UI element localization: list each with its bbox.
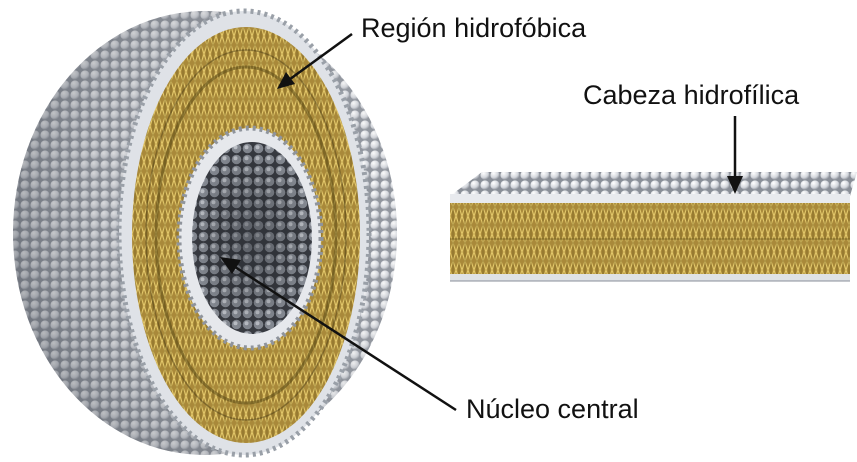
lipid-bilayer-slab — [450, 172, 857, 281]
label-central-core: Núcleo central — [466, 396, 639, 423]
label-hydrophilic-head: Cabeza hidrofílica — [583, 82, 799, 109]
label-hydrophobic-region: Región hidrofóbica — [361, 15, 586, 42]
liposome-sphere — [0, 0, 420, 462]
bilayer-top-head-surface — [450, 172, 857, 196]
